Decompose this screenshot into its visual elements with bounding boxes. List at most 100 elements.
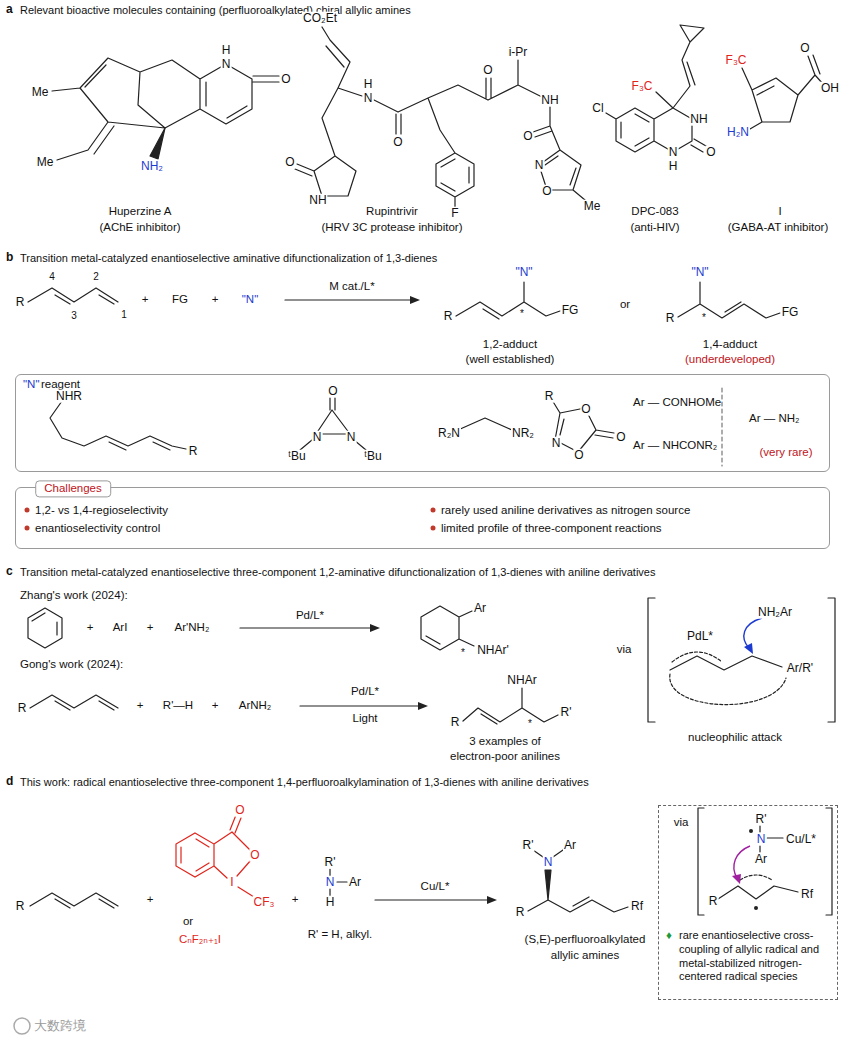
- huperzine-skeleton: [52, 58, 279, 160]
- text-label: Light: [353, 712, 378, 725]
- watermark-logo: [14, 1018, 30, 1034]
- text-label: M cat./L*: [329, 280, 374, 293]
- text-label: (HRV 3C protease inhibitor): [321, 221, 462, 234]
- atom-label: Ar: [348, 876, 362, 889]
- node-text: (very rare): [759, 446, 812, 459]
- node-text: ᵗBu: [363, 450, 382, 463]
- atom-label: FG: [781, 306, 800, 319]
- atom-label: R: [443, 310, 454, 323]
- text-label: ArI: [113, 621, 128, 634]
- node-text: O: [573, 449, 584, 462]
- text-label: +: [137, 699, 144, 712]
- node-text: Cu/L*: [785, 833, 817, 846]
- dpc083-skeleton: [606, 25, 706, 152]
- product-14: [678, 282, 780, 318]
- reaction-arrow: [240, 627, 372, 628]
- node-text: NHR: [55, 390, 83, 403]
- node-text: 1,2- vs 1,4-regioselectivity: [35, 504, 168, 517]
- text-label: via: [617, 643, 632, 656]
- huperzine-wedge: [150, 128, 165, 159]
- zhang-product: [421, 606, 474, 650]
- text-label: 3: [71, 310, 77, 322]
- allyl-radical: [718, 886, 798, 899]
- node-text: NR₂: [511, 427, 535, 440]
- node-text: Rf: [800, 888, 814, 901]
- rupintrivir-skeleton: [295, 27, 585, 207]
- text-label: (S,E)-perfluoroalkylated: [525, 933, 646, 946]
- atom-label: CF₃: [253, 896, 276, 909]
- text-label: 1,4-adduct: [703, 338, 757, 351]
- tether-arc: [670, 674, 786, 705]
- text-label: *: [461, 647, 465, 659]
- allyl-delocal: [740, 875, 772, 880]
- text-label: Gong's work (2024):: [20, 658, 123, 671]
- node-text: Ar — CONHOMe: [633, 396, 721, 409]
- atom-label: "N": [514, 266, 533, 279]
- gaba-inhibitor-skeleton: [742, 55, 823, 129]
- node-text: limited profile of three-component react…: [441, 522, 662, 535]
- text-label: electron-poor anilines: [450, 750, 560, 763]
- atom-label: Cl: [591, 102, 604, 115]
- bullet-dot: [431, 526, 436, 531]
- node-text: via: [674, 816, 689, 829]
- aminal: [458, 418, 512, 430]
- text-label: Pd/L*: [296, 609, 324, 622]
- atom-label: i-Pr: [508, 46, 529, 59]
- text-label: Rupintrivir: [366, 205, 418, 218]
- atom-label: OH: [820, 82, 840, 95]
- text-label: 大数跨境: [34, 1019, 86, 1034]
- atom-label: N: [363, 92, 374, 105]
- atom-label: O: [541, 185, 552, 198]
- node-text: Ar — NH₂: [749, 412, 799, 425]
- atom-label: Me: [36, 156, 55, 169]
- text-label: Huperzine A: [109, 205, 172, 218]
- radical-dot: [749, 829, 753, 833]
- arrowhead: [418, 702, 428, 710]
- atom-label: N: [221, 58, 232, 71]
- atom-label: PdL*: [686, 630, 714, 643]
- arrowhead: [732, 874, 741, 884]
- node-text: O: [580, 403, 591, 416]
- node-text: Ar — NHCONR₂: [633, 439, 717, 452]
- reagent-panel: "N"reagentNHRROᵗBuNNᵗBuR₂NNR₂ROONOAr — C…: [15, 374, 830, 472]
- text-label: +: [147, 621, 154, 634]
- atom-label: Ar/R': [786, 662, 814, 675]
- atom-label: F₃C: [631, 80, 654, 93]
- panel-title: Transition metal-catalyzed enantioselect…: [20, 252, 437, 265]
- challenges-panel: Challenges1,2- vs 1,4-regioselectivityen…: [15, 487, 830, 549]
- atom-label: NH: [689, 113, 708, 126]
- atom-label: R: [15, 296, 26, 309]
- diene-d: [30, 893, 118, 908]
- text-label: (GABA-AT inhibitor): [728, 221, 829, 234]
- atom-label: NH₂: [140, 160, 164, 173]
- panel-letter: b: [6, 251, 13, 265]
- attack-arrow: [744, 618, 762, 648]
- atom-label: Me: [583, 200, 602, 213]
- atom-label: FG: [561, 304, 580, 317]
- text-label: or: [620, 298, 630, 311]
- node-text: N: [756, 833, 767, 846]
- atom-label: Rf: [630, 900, 644, 913]
- bullet-dot: [431, 508, 436, 513]
- panel-letter: c: [6, 565, 13, 579]
- atom-label: NHAr': [476, 644, 510, 657]
- panel-title: This work: radical enantioselective thre…: [20, 776, 589, 789]
- atom-label: Ar: [473, 602, 487, 615]
- text-label: *: [702, 312, 706, 324]
- text-label: FG: [172, 293, 188, 306]
- text-label: 2: [93, 271, 99, 283]
- product-wedge: [545, 870, 551, 900]
- text-label: ArNH₂: [239, 699, 272, 712]
- text-label: I: [778, 205, 781, 218]
- radical-dot: [754, 906, 758, 910]
- text-label: Cu/L*: [421, 880, 450, 893]
- text-label: 4: [49, 271, 55, 283]
- text-label: +: [212, 699, 219, 712]
- atom-label: H: [325, 896, 336, 909]
- text-label: +: [212, 293, 219, 306]
- node-text: "N": [23, 378, 39, 391]
- text-label: DPC-083: [631, 205, 678, 218]
- atom-label: CO₂Et: [302, 12, 338, 25]
- text-label: (AChE inhibitor): [99, 221, 180, 234]
- atom-label: "N": [690, 266, 709, 279]
